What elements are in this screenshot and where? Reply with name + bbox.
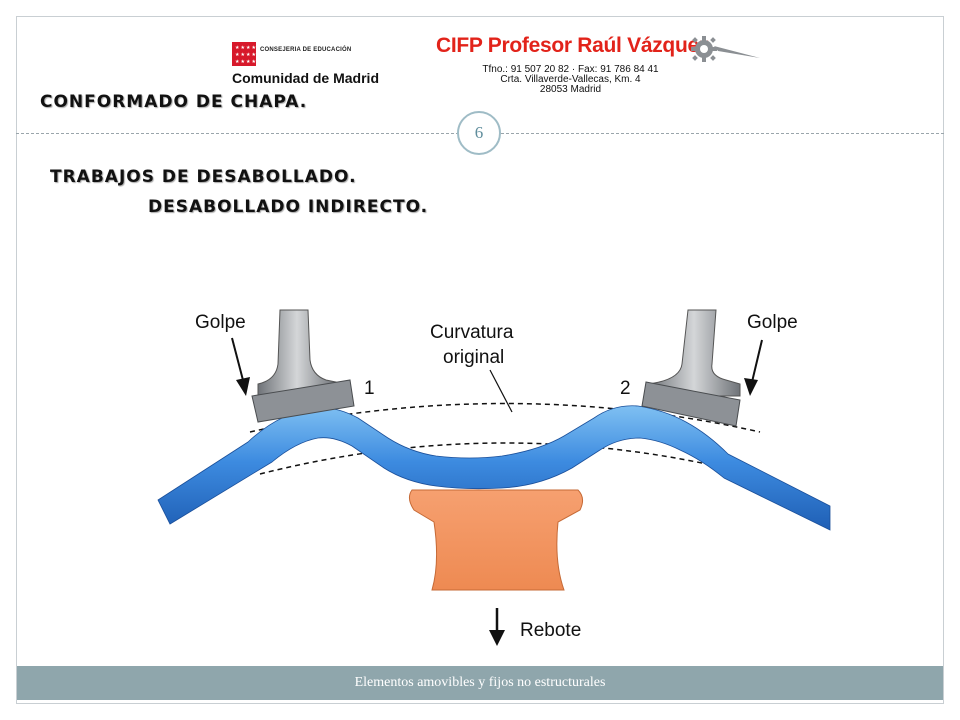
madrid-flag-icon: ★★★★ ★★★★ ★★★★ — [232, 42, 256, 66]
label-curvatura-1: Curvatura — [430, 322, 514, 343]
hammer-2-face — [641, 381, 741, 427]
hammer-1-handle — [257, 309, 337, 397]
gear-icon — [691, 36, 760, 62]
original-curvature-lower — [259, 442, 751, 475]
cifp-name: CIFP Profesor Raúl Vázquez — [436, 34, 710, 57]
diagram-drawing — [157, 309, 831, 646]
slide-frame — [16, 16, 944, 704]
slide-subtitle: Trabajos de desabollado. — [50, 167, 357, 187]
label-number-1: 1 — [364, 378, 375, 399]
arrow-golpe-right — [751, 339, 763, 383]
label-number-2: 2 — [620, 378, 631, 399]
desabollado-diagram: Golpe Golpe Curvatura original 1 2 Rebot… — [140, 300, 840, 650]
arrow-head-right — [744, 378, 758, 396]
hammer-2-handle — [647, 309, 741, 397]
cifp-city: 28053 Madrid — [539, 84, 602, 95]
cifp-logo: CIFP Profesor Raúl Vázquez Tfno.: 91 507… — [436, 34, 766, 104]
curvatura-leader — [489, 369, 513, 413]
label-golpe-left: Golpe — [195, 312, 246, 333]
footer-bar: Elementos amovibles y fijos no estructur… — [17, 666, 943, 700]
arrow-head-left — [236, 377, 250, 396]
cifp-address: Crta. Villaverde-Vallecas, Km. 4 — [500, 74, 641, 85]
section-heading: Desabollado indirecto. — [148, 197, 429, 217]
page-number: 6 — [457, 111, 501, 155]
arrow-head-rebote — [489, 630, 505, 646]
cifp-contact: Tfno.: 91 507 20 82 · Fax: 91 786 84 41 … — [468, 65, 673, 95]
cifp-phone: Tfno.: 91 507 20 82 · Fax: 91 786 84 41 — [482, 64, 659, 75]
hammer-1-face — [251, 379, 355, 423]
original-curvature-upper — [249, 402, 761, 433]
label-golpe-right: Golpe — [747, 312, 798, 333]
dolly — [408, 489, 584, 591]
comunidad-madrid-logo: ★★★★ ★★★★ ★★★★ CONSEJERIA DE EDUCACIÓN C… — [232, 42, 392, 88]
footer-text: Elementos amovibles y fijos no estructur… — [354, 675, 606, 690]
arrow-golpe-left — [231, 337, 245, 385]
label-curvatura-2: original — [443, 347, 505, 368]
slide-title: Conformado de chapa. — [40, 92, 308, 112]
cam-name: Comunidad de Madrid — [232, 70, 379, 86]
label-rebote: Rebote — [520, 620, 582, 641]
sheet-metal — [157, 405, 831, 531]
cam-sub-label: CONSEJERIA DE EDUCACIÓN — [260, 47, 352, 53]
